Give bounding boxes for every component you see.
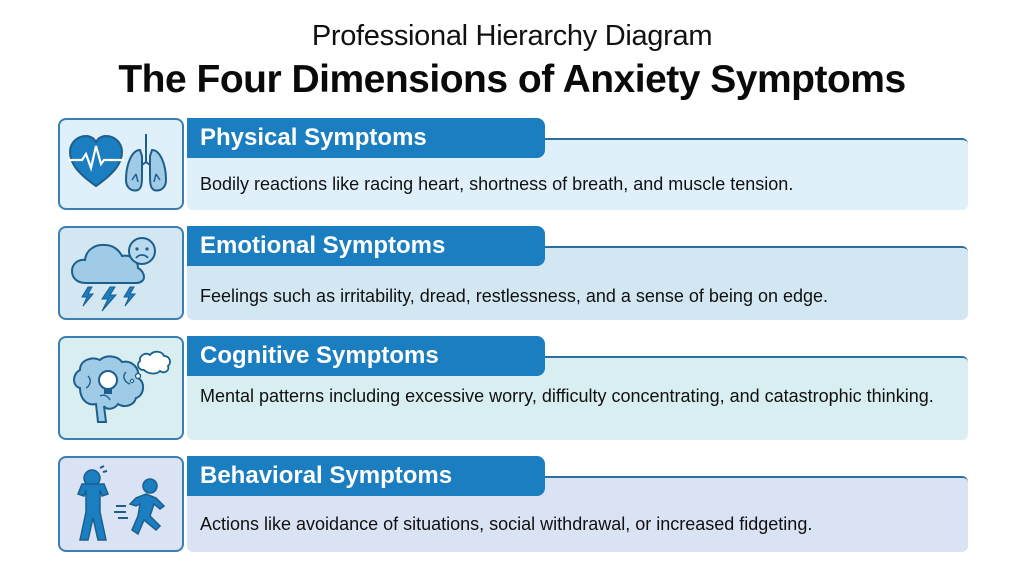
dimension-emotional: Emotional Symptoms Feelings such as irri… — [58, 226, 968, 320]
diagram-subtitle: Professional Hierarchy Diagram — [311, 20, 713, 52]
lungs-icon — [124, 134, 168, 192]
icon-box-cognitive — [58, 336, 184, 440]
diagram-title: The Four Dimensions of Anxiety Symptoms — [118, 58, 906, 101]
dimension-title-cognitive: Cognitive Symptoms — [187, 336, 545, 376]
dimension-title-emotional: Emotional Symptoms — [187, 226, 545, 266]
lightbulb-icon — [98, 370, 118, 394]
dimension-cognitive: Cognitive Symptoms Mental patterns inclu… — [58, 336, 968, 440]
icon-box-behavioral — [58, 456, 184, 552]
dimension-title-behavioral: Behavioral Symptoms — [187, 456, 545, 496]
icon-box-emotional — [58, 226, 184, 320]
dimension-physical: Physical Symptoms Bodily reactions like … — [58, 118, 968, 210]
thought-bubble-icon — [129, 350, 171, 384]
icon-box-physical — [58, 118, 184, 210]
distressed-person-icon — [77, 465, 109, 541]
lightning-icon — [81, 286, 137, 312]
running-person-icon — [114, 478, 166, 536]
dimension-behavioral: Behavioral Symptoms Actions like avoidan… — [58, 456, 968, 552]
dimension-description-emotional: Feelings such as irritability, dread, re… — [200, 286, 829, 306]
dimension-description-cognitive: Mental patterns including excessive worr… — [200, 386, 934, 406]
dimension-title-physical: Physical Symptoms — [187, 118, 545, 158]
storm-cloud-icon — [70, 243, 146, 284]
dimension-description-behavioral: Actions like avoidance of situations, so… — [200, 514, 813, 534]
heart-pulse-icon — [68, 134, 124, 188]
worried-face-icon — [128, 237, 156, 265]
dimension-description-physical: Bodily reactions like racing heart, shor… — [200, 174, 794, 194]
